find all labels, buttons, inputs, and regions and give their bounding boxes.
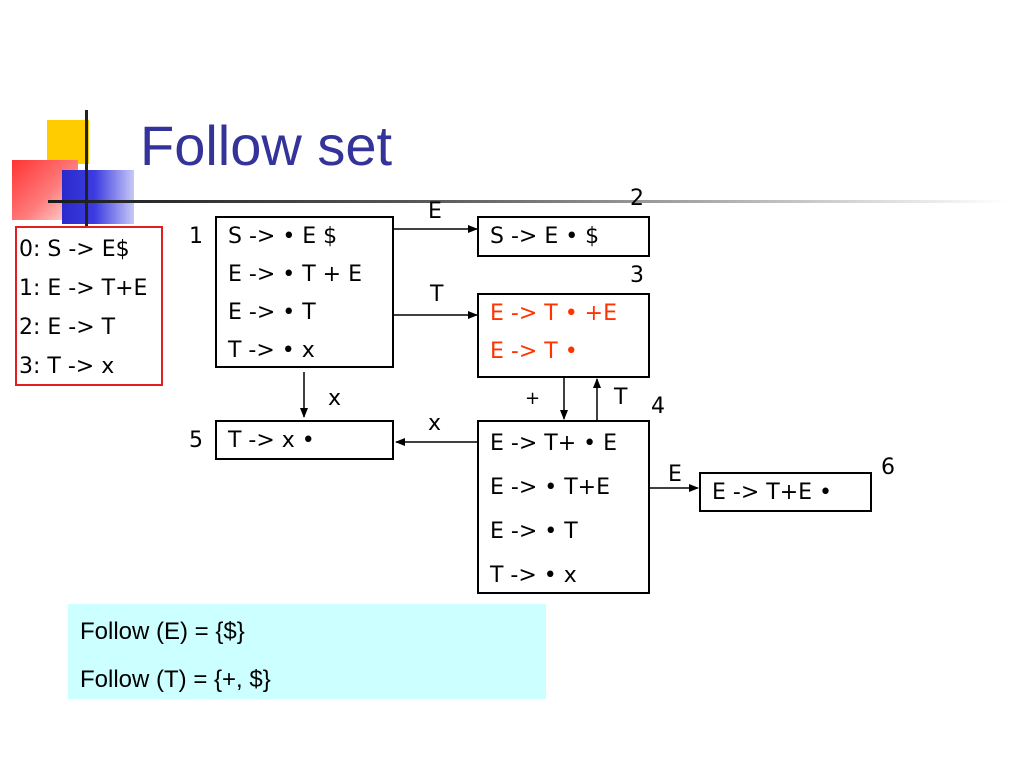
state-item: T -> x • — [228, 428, 315, 453]
title-decoration-blue — [62, 170, 134, 224]
state-3: E -> T • +E E -> T • — [477, 293, 650, 378]
state-item: E -> • T — [490, 519, 578, 544]
grammar-rule: 0: S -> E$ — [19, 237, 130, 262]
grammar-rule: 3: T -> x — [19, 354, 115, 379]
state-number-3: 3 — [630, 263, 644, 288]
state-6: E -> T+E • — [699, 472, 872, 512]
state-item: E -> T+E • — [712, 480, 833, 505]
transition-label: E — [668, 462, 682, 487]
state-5: T -> x • — [215, 420, 394, 460]
state-number-4: 4 — [651, 394, 665, 419]
state-number-2: 2 — [630, 186, 644, 211]
state-item: S -> • E $ — [228, 224, 338, 249]
state-item: T -> • x — [228, 338, 315, 363]
state-4: E -> T+ • E E -> • T+E E -> • T T -> • x — [477, 420, 650, 594]
state-item: E -> • T+E — [490, 475, 611, 500]
transition-label: T — [614, 385, 628, 410]
state-number-6: 6 — [881, 455, 895, 480]
page-title: Follow set — [140, 114, 393, 177]
transition-label: T — [430, 282, 444, 307]
state-item: S -> E • $ — [490, 224, 600, 249]
grammar-rule: 1: E -> T+E — [19, 276, 148, 301]
state-item: E -> T • — [490, 339, 578, 364]
state-1: S -> • E $ E -> • T + E E -> • T T -> • … — [215, 216, 394, 368]
transition-label: E — [428, 199, 442, 224]
transition-label: x — [428, 411, 442, 436]
state-2: S -> E • $ — [477, 216, 650, 257]
title-decoration-vertical-line — [85, 110, 88, 228]
title-decoration-yellow — [47, 120, 89, 164]
state-item: E -> • T — [228, 300, 316, 325]
transition-label: + — [525, 388, 541, 409]
state-item: E -> T • +E — [490, 301, 617, 326]
state-number-1: 1 — [189, 224, 203, 249]
follow-set-line: Follow (T) = {+, $} — [80, 666, 271, 693]
grammar-box: 0: S -> E$ 1: E -> T+E 2: E -> T 3: T ->… — [15, 226, 163, 386]
state-item: E -> T+ • E — [490, 431, 617, 456]
grammar-rule: 2: E -> T — [19, 315, 116, 340]
state-item: E -> • T + E — [228, 262, 362, 287]
follow-set-line: Follow (E) = {$} — [80, 618, 245, 645]
transition-label: x — [328, 386, 342, 411]
title-underline — [48, 200, 1008, 203]
state-number-5: 5 — [189, 428, 203, 453]
follow-set-box: Follow (E) = {$} Follow (T) = {+, $} — [68, 604, 546, 699]
state-item: T -> • x — [490, 563, 577, 588]
